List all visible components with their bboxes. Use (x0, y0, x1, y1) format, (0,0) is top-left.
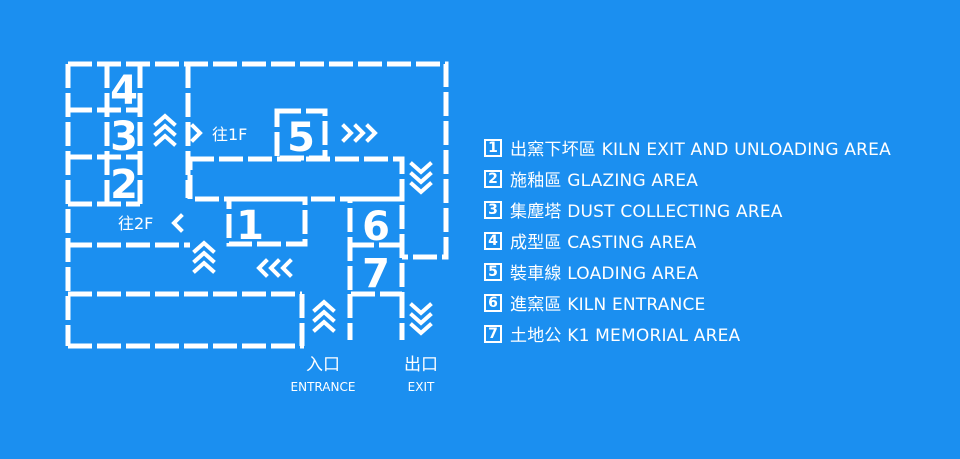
legend-item: 1 出窯下坏區 KILN EXIT AND UNLOADING AREA (484, 132, 891, 163)
zone-5-number: 5 (287, 115, 315, 161)
legend-number-box: 7 (484, 324, 502, 343)
legend-number-box: 4 (484, 231, 502, 250)
to-2f-label: 往2F (118, 214, 153, 233)
entrance-label-zh: 入口 (306, 355, 340, 375)
legend-label: 集塵塔 DUST COLLECTING AREA (510, 202, 783, 222)
chevron-up-icon (153, 113, 177, 147)
floor-plan-walls (65, 61, 449, 349)
zone-4-number: 4 (110, 68, 138, 114)
zone-3-number: 3 (110, 114, 138, 160)
chevron-down-icon (409, 302, 433, 336)
legend-number-box: 3 (484, 200, 502, 219)
exit-label-en: EXIT (408, 380, 435, 394)
legend-label: 出窯下坏區 KILN EXIT AND UNLOADING AREA (510, 140, 891, 160)
floor-plan-map: 4 3 2 5 1 6 7 往1F 往2F (65, 61, 449, 394)
to-1f-label: 往1F (212, 125, 247, 144)
chevron-right-icon (341, 123, 378, 143)
zone-6-number: 6 (362, 204, 390, 250)
legend-number-box: 2 (484, 169, 502, 188)
chevron-up-icon (312, 299, 336, 333)
chevron-right-icon (190, 123, 203, 143)
exit-label-zh: 出口 (404, 355, 438, 375)
legend-item: 4 成型區 CASTING AREA (484, 225, 891, 256)
legend-item: 5 裝車線 LOADING AREA (484, 256, 891, 287)
chevron-down-icon (409, 161, 433, 195)
chevron-up-icon (192, 240, 216, 274)
zone-1-number: 1 (236, 203, 264, 249)
entrance-label-en: ENTRANCE (291, 380, 356, 394)
legend-number-box: 5 (484, 262, 502, 281)
chevron-left-icon (256, 258, 293, 278)
chevron-left-icon (171, 213, 184, 233)
legend-number-box: 6 (484, 293, 502, 312)
legend-label: 施釉區 GLAZING AREA (510, 171, 699, 191)
zone-7-number: 7 (362, 251, 390, 297)
legend-number-box: 1 (484, 138, 502, 157)
legend-label: 成型區 CASTING AREA (510, 233, 697, 253)
legend-item: 7 土地公 K1 MEMORIAL AREA (484, 318, 891, 349)
legend-label: 裝車線 LOADING AREA (510, 264, 699, 284)
legend-item: 3 集塵塔 DUST COLLECTING AREA (484, 194, 891, 225)
map-legend: 1 出窯下坏區 KILN EXIT AND UNLOADING AREA 2 施… (484, 132, 891, 349)
legend-item: 2 施釉區 GLAZING AREA (484, 163, 891, 194)
legend-item: 6 進窯區 KILN ENTRANCE (484, 287, 891, 318)
zone-2-number: 2 (110, 162, 138, 208)
legend-label: 進窯區 KILN ENTRANCE (510, 295, 706, 315)
legend-label: 土地公 K1 MEMORIAL AREA (510, 326, 741, 346)
